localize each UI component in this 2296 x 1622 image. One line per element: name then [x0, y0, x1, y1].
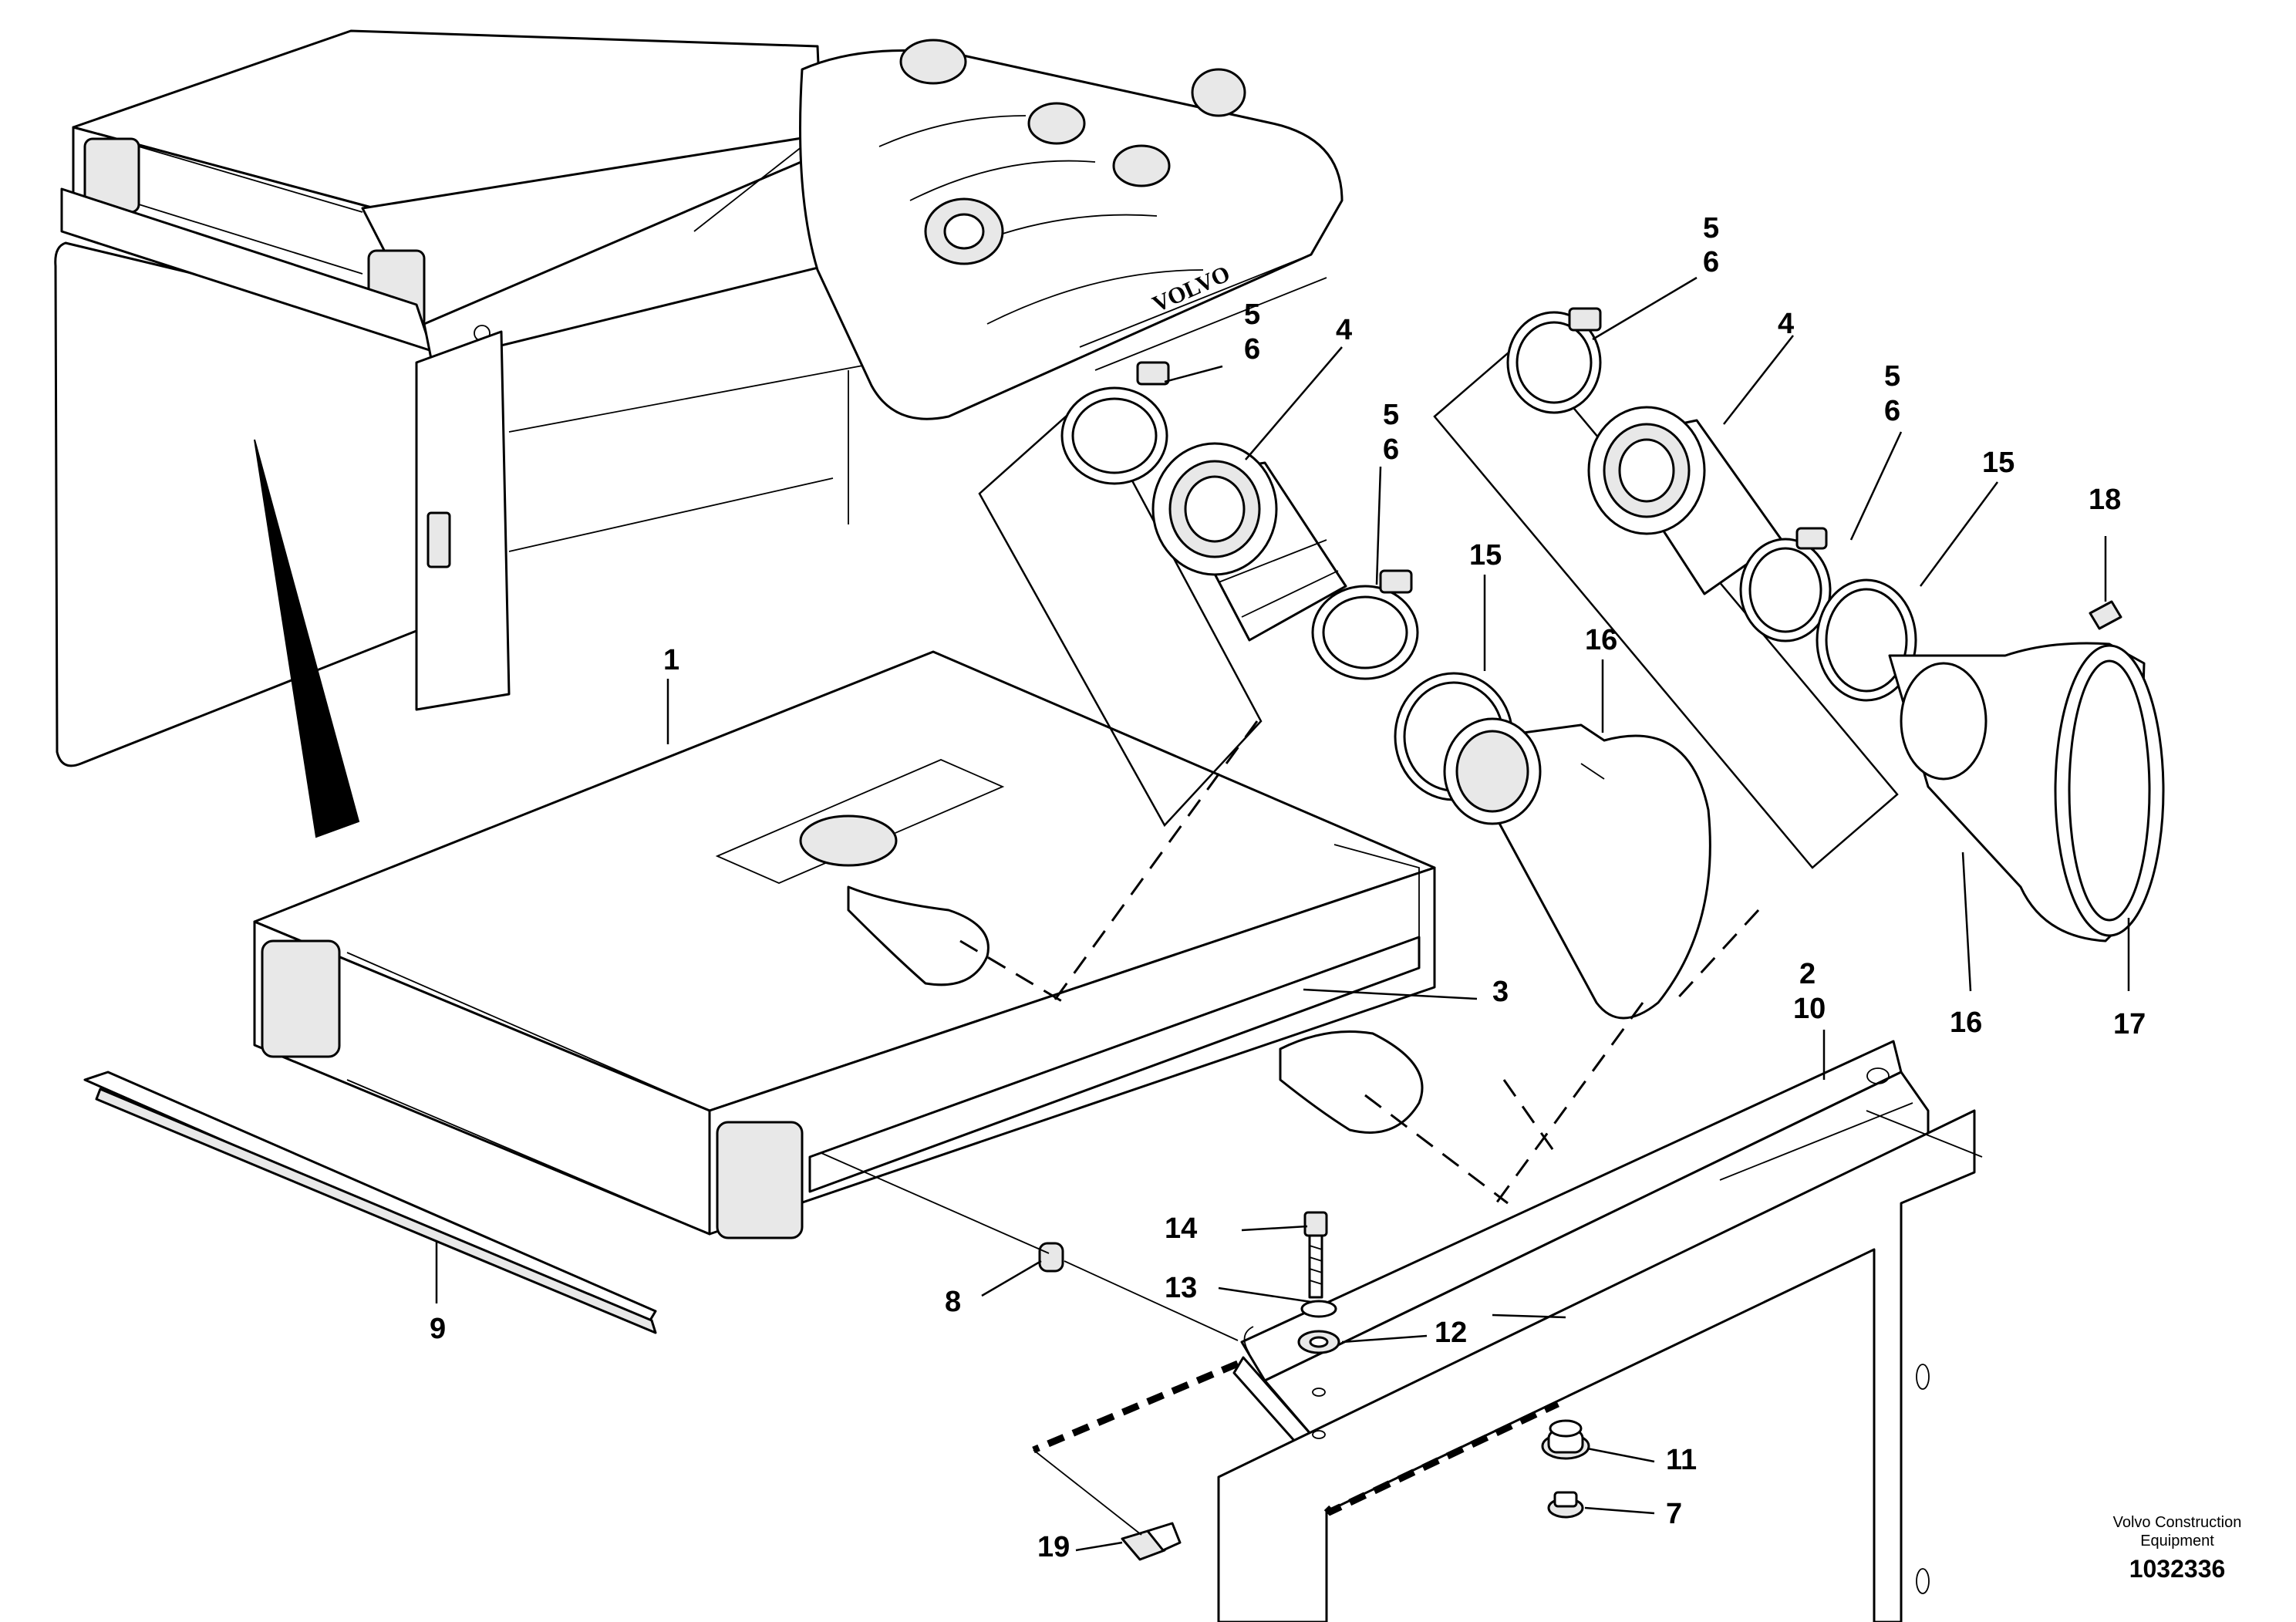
bolt-19 — [1121, 1522, 1182, 1561]
callout-10: 10 — [1793, 993, 1826, 1025]
bolt-14 — [1303, 1211, 1328, 1299]
callout-4a: 4 — [1336, 314, 1352, 346]
callout-16a: 16 — [1585, 624, 1617, 656]
callout-12: 12 — [1435, 1317, 1467, 1349]
brand-line-2: Equipment — [2140, 1533, 2214, 1549]
callout-15b: 15 — [1982, 447, 2014, 479]
brand-line-1: Volvo Construction — [2113, 1514, 2242, 1531]
installed-frame — [415, 330, 511, 711]
intake-flange — [1888, 642, 2165, 943]
hose-bellows-2 — [1587, 406, 1783, 595]
hose-group-left — [978, 361, 1711, 1020]
seal-strip — [83, 1071, 657, 1334]
rubber-mount-11 — [1541, 1419, 1590, 1460]
callout-6b: 6 — [1383, 433, 1399, 466]
screw — [2089, 600, 2122, 630]
callout-16b: 16 — [1950, 1007, 1982, 1039]
installed-view: VOLVO — [54, 29, 1344, 838]
view-arrow — [254, 439, 360, 838]
callout-6d: 6 — [1884, 395, 1900, 427]
back-panel — [54, 241, 437, 767]
callout-6c: 6 — [1703, 246, 1719, 278]
hose-bellows — [1151, 442, 1347, 642]
callouts: 1 2 10 3 4 4 5 6 5 6 5 6 5 6 7 8 9 11 12… — [430, 212, 2146, 1563]
callout-9: 9 — [430, 1313, 446, 1345]
callout-4b: 4 — [1778, 308, 1794, 340]
hose-group-right — [1433, 307, 2165, 943]
support-frame — [1217, 1102, 1983, 1622]
washer-13 — [1300, 1300, 1337, 1318]
nut-7 — [1547, 1491, 1584, 1519]
callout-17: 17 — [2113, 1008, 2146, 1040]
callout-13: 13 — [1165, 1272, 1197, 1304]
document-number: 1032336 — [2129, 1555, 2226, 1583]
callout-14: 14 — [1165, 1212, 1197, 1245]
callout-8: 8 — [945, 1286, 961, 1318]
callout-19: 19 — [1037, 1531, 1070, 1563]
intake-elbow — [1443, 717, 1711, 1020]
callout-7: 7 — [1666, 1498, 1682, 1530]
callout-6a: 6 — [1244, 333, 1260, 366]
brand-block: Volvo Construction Equipment 1032336 — [2113, 1514, 2242, 1583]
leader-lines — [435, 276, 2130, 1552]
callout-11: 11 — [1666, 1444, 1697, 1476]
callout-5c: 5 — [1703, 212, 1719, 244]
callout-5a: 5 — [1244, 298, 1260, 331]
callout-2: 2 — [1799, 958, 1816, 990]
callout-18: 18 — [2089, 484, 2121, 516]
callout-1: 1 — [663, 644, 679, 676]
callout-5b: 5 — [1383, 399, 1399, 431]
callout-5d: 5 — [1884, 360, 1900, 393]
callout-15a: 15 — [1469, 539, 1502, 572]
engine-outline: VOLVO — [799, 39, 1344, 420]
charge-air-cooler — [253, 650, 1436, 1239]
spacer — [1038, 1242, 1064, 1273]
callout-3: 3 — [1492, 976, 1509, 1008]
installed-cooler — [60, 29, 823, 352]
